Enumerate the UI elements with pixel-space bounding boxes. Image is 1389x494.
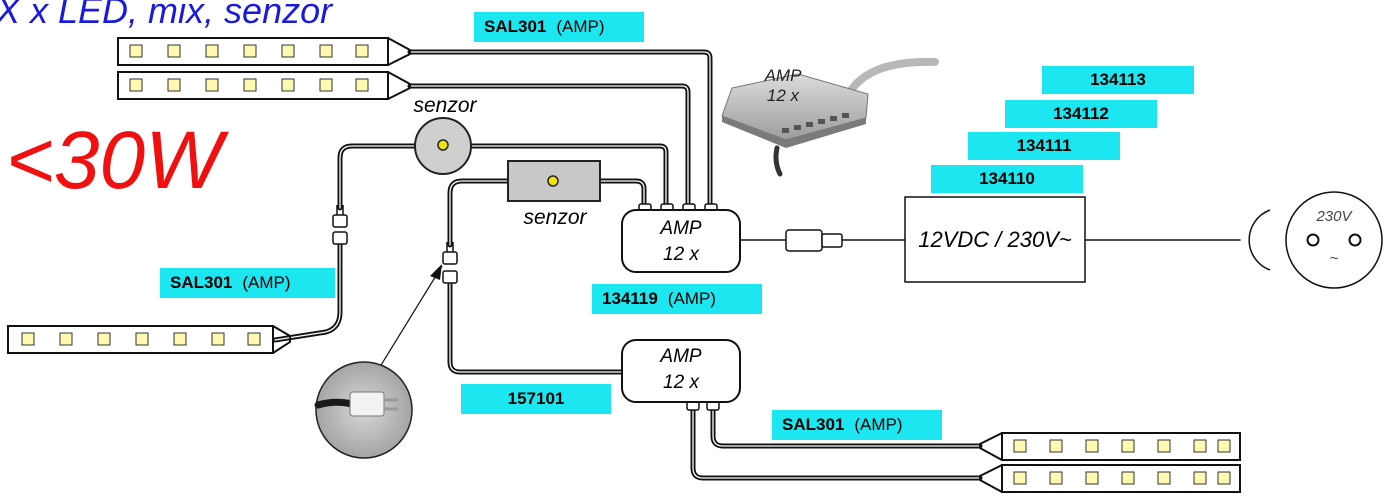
- wall-socket: [1248, 191, 1383, 289]
- tag-157101-code: 157101: [507, 389, 565, 408]
- sensor-rectangular: [507, 160, 601, 202]
- tag-134113: 134113: [1042, 66, 1194, 94]
- amp-hub-top-label-line2: 12 x: [663, 244, 699, 265]
- tag-134119: 134119 (AMP): [592, 284, 762, 314]
- tag-134113-code: 134113: [1090, 70, 1146, 89]
- cables: [272, 49, 1241, 481]
- amp-photo-label-line1: AMP: [764, 66, 802, 85]
- tag-134111-code: 134111: [1016, 136, 1072, 155]
- tag-sal301-left: SAL301 (AMP): [160, 268, 335, 298]
- amp-hub-bottom-box: [621, 339, 741, 403]
- amp-hub-top-box: [621, 209, 741, 273]
- led-strip-left: [7, 325, 291, 354]
- sensor-rect-label: senzor: [523, 206, 587, 229]
- led-strip-bottom-2: [979, 464, 1241, 493]
- tag-134112-code: 134112: [1053, 104, 1109, 123]
- led-strip-top-2: [117, 71, 411, 100]
- sensor-round: [414, 117, 472, 175]
- socket-ac-symbol: ~: [1329, 250, 1339, 267]
- tag-134112: 134112: [1005, 100, 1157, 128]
- tag-sal301-bottom-suffix: (AMP): [854, 415, 903, 434]
- tag-sal301-top: SAL301 (AMP): [474, 12, 644, 42]
- amp-hub-bottom-label-line1: AMP: [660, 346, 702, 367]
- tag-sal301-bottom-code: SAL301: [782, 415, 845, 434]
- amp-hub-top-label-line1: AMP: [660, 218, 702, 239]
- led-strip-top-1: [117, 37, 411, 66]
- diagram-title: X x LED, mix, senzor: [0, 0, 333, 31]
- connector-photo: [314, 264, 443, 459]
- tag-134110: 134110: [931, 165, 1083, 193]
- connector-left: [332, 205, 348, 245]
- amp-photo-label-line2: 12 x: [766, 86, 800, 105]
- connector-middle: [442, 242, 458, 284]
- tag-134119-code: 134119: [602, 289, 658, 308]
- led-strip-bottom-1: [979, 432, 1241, 461]
- tag-157101: 157101: [461, 384, 611, 414]
- tag-134111: 134111: [968, 132, 1120, 160]
- tag-134110-code: 134110: [979, 169, 1035, 188]
- amp-hub-photo: [721, 57, 939, 177]
- hub-ports-bottom: [686, 401, 720, 411]
- amp-hub-bottom-label: AMP 12 x: [622, 344, 740, 396]
- amp-hub-top-label: AMP 12 x: [622, 216, 740, 268]
- sensor-round-label: senzor: [413, 94, 477, 117]
- tag-sal301-bottom: SAL301 (AMP): [772, 410, 942, 440]
- power-limit-label: <30W: [6, 115, 223, 206]
- tag-sal301-left-code: SAL301: [170, 273, 233, 292]
- tag-sal301-top-suffix: (AMP): [556, 17, 605, 36]
- tag-sal301-left-suffix: (AMP): [242, 273, 291, 292]
- power-connector: [785, 229, 843, 252]
- tag-134119-suffix: (AMP): [667, 289, 716, 308]
- tag-sal301-top-code: SAL301: [484, 17, 547, 36]
- amp-hub-bottom-label-line2: 12 x: [663, 372, 699, 393]
- amp-photo-label: AMP 12 x: [758, 66, 808, 106]
- psu-box: [904, 196, 1086, 283]
- socket-voltage-label: 230V: [1316, 208, 1352, 225]
- psu-label: 12VDC / 230V~: [918, 227, 1072, 252]
